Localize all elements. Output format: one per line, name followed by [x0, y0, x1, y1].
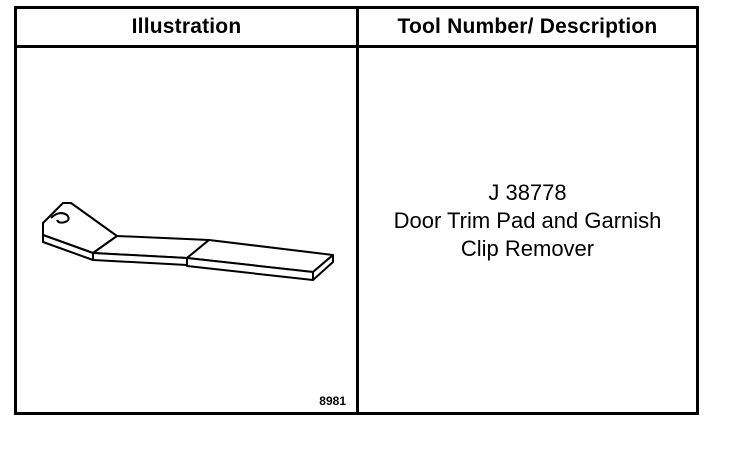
- tool-table: Illustration Tool Number/ Description: [14, 6, 699, 415]
- trim-pad-clip-remover-icon: [42, 202, 334, 281]
- tool-number: J 38778: [488, 180, 567, 205]
- tool-description-header: Tool Number/ Description: [397, 15, 658, 38]
- table-header-row: Illustration Tool Number/ Description: [17, 9, 696, 48]
- tool-description-cell: J 38778 Door Trim Pad and Garnish Clip R…: [359, 48, 696, 412]
- tool-description-line-1: Door Trim Pad and Garnish: [393, 208, 662, 233]
- illustration-header: Illustration: [131, 15, 242, 38]
- figure-number: 8981: [319, 394, 346, 408]
- column-divider: [356, 9, 359, 412]
- illustration-cell: 8981: [17, 48, 356, 412]
- tool-description-line-2: Clip Remover: [460, 236, 595, 261]
